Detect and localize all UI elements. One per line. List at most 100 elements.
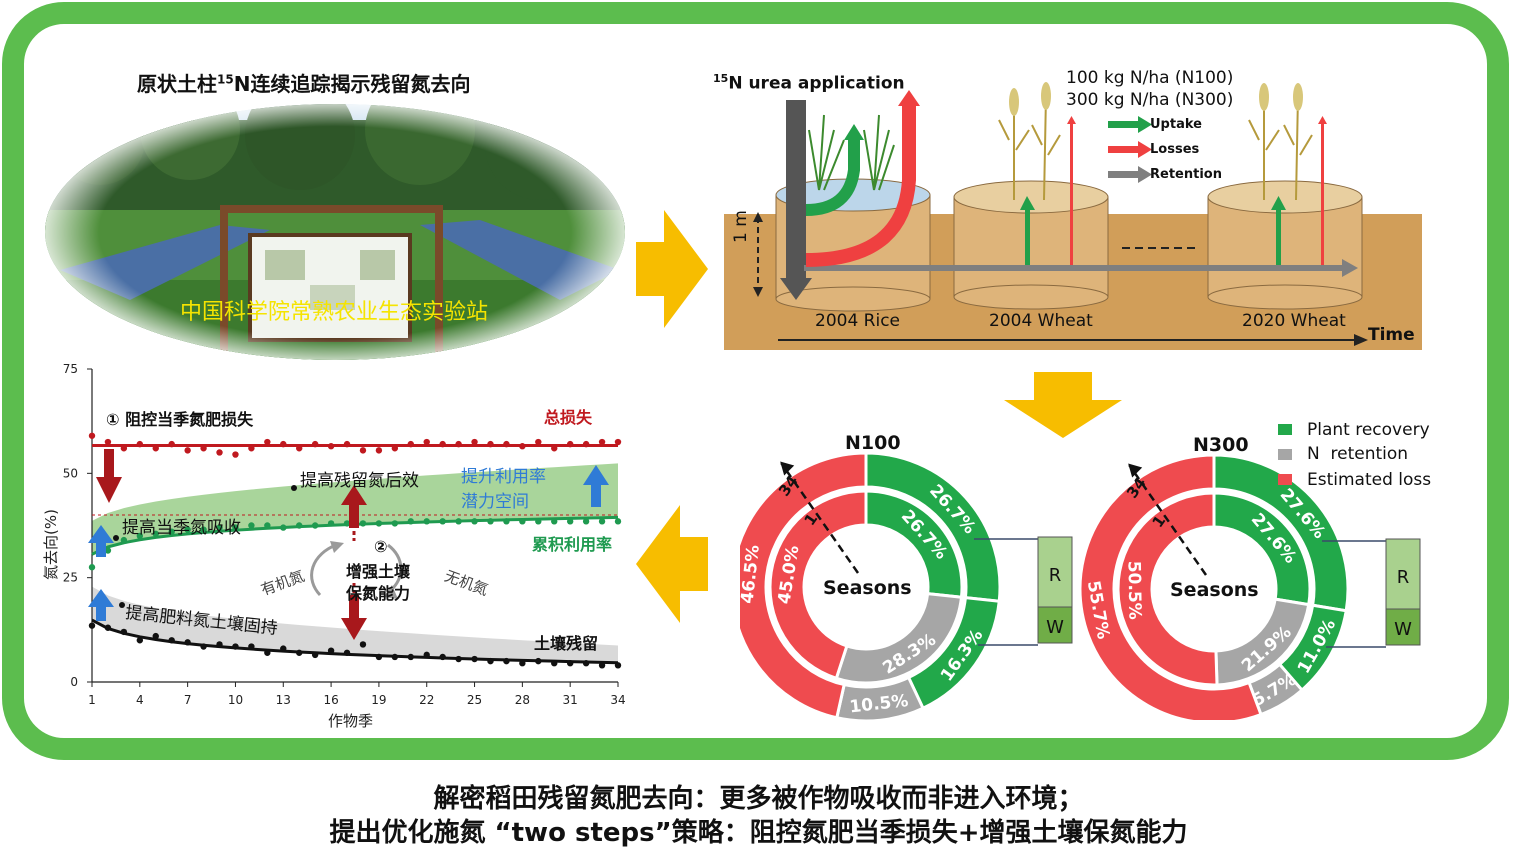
data-point — [200, 445, 207, 452]
arrow-right-icon — [636, 210, 708, 328]
donut-n300-bar-w-label: W — [1394, 619, 1412, 640]
data-point — [136, 637, 144, 644]
data-point — [200, 526, 207, 533]
donut-title-n100: N100 — [845, 432, 901, 454]
donut-center-n100: Seasons — [823, 577, 912, 599]
data-point — [311, 651, 319, 659]
data-point — [614, 438, 622, 446]
data-point — [598, 518, 606, 525]
data-point — [407, 518, 414, 525]
donut-n300-inner-loss — [1116, 491, 1219, 687]
data-point — [152, 530, 159, 538]
label-soil-residual: 土壤残留 — [534, 634, 599, 653]
data-point — [168, 440, 175, 448]
data-point — [248, 643, 255, 650]
data-point — [487, 518, 494, 525]
data-point — [184, 526, 191, 533]
rate-n100: 100 kg N/ha (N100) — [1066, 68, 1234, 88]
season-2004-wheat: 2004 Wheat — [989, 311, 1093, 331]
data-point — [136, 440, 144, 448]
donut-n300-inner-loss-label: 50.5% — [1124, 561, 1145, 620]
x-tick-label: 22 — [419, 693, 434, 707]
data-point — [184, 639, 191, 646]
field-photo — [45, 104, 625, 360]
data-point — [232, 524, 239, 531]
data-point — [551, 445, 558, 452]
legend-estimated-loss-swatch — [1278, 474, 1292, 485]
data-point — [375, 447, 383, 454]
data-point — [88, 622, 96, 629]
legend-n-retention-swatch — [1278, 449, 1292, 460]
donut-n100-outer-loss — [740, 451, 868, 720]
data-point — [216, 641, 223, 648]
legend-n-retention: N retention — [1307, 444, 1409, 464]
legend-retention: Retention — [1150, 167, 1222, 182]
application-label: 15N urea application — [713, 72, 905, 94]
arrowhead-icon — [780, 461, 795, 476]
annot-step2-1: 增强土壤 — [346, 562, 411, 581]
season-2020-wheat: 2020 Wheat — [1242, 311, 1346, 331]
x-tick-label: 13 — [276, 693, 291, 707]
data-point — [455, 518, 462, 525]
donut-n300-season-arrow — [1128, 464, 1208, 576]
data-point — [582, 518, 590, 525]
donut-n100-outer-loss-label: 46.5% — [740, 544, 764, 605]
donut-n100-inner-loss — [768, 489, 868, 681]
legend-uptake: Uptake — [1150, 117, 1202, 132]
data-point — [519, 660, 526, 667]
time-label: Time — [1368, 325, 1415, 345]
data-point — [184, 447, 191, 454]
donut-title-n300: N300 — [1193, 434, 1249, 456]
caption-line2: 提出优化施氮 “two steps”策略：阻控氮肥当季损失+增强土壤保氮能力 — [329, 818, 1188, 848]
wheat2020-cylinder — [1207, 180, 1363, 310]
data-point — [535, 657, 542, 665]
data-point — [551, 518, 558, 525]
data-point — [311, 440, 319, 448]
x-tick-label: 16 — [323, 693, 338, 707]
donut-n100-season-arrow — [780, 462, 860, 574]
photo-title: 原状土柱15N连续追踪揭示残留氮去向 — [137, 72, 471, 96]
data-point — [200, 643, 207, 650]
y-tick-label: 75 — [63, 362, 78, 376]
data-point — [104, 438, 112, 446]
data-point — [232, 451, 239, 458]
donut-n300-bar-r — [1385, 538, 1421, 610]
data-point — [296, 522, 303, 529]
data-point — [455, 655, 462, 663]
data-point — [566, 660, 574, 667]
data-point — [566, 518, 574, 525]
data-point — [582, 440, 590, 448]
donut-n300-bar-w — [1385, 608, 1421, 646]
data-point — [327, 520, 335, 527]
data-point — [614, 518, 622, 525]
caption-line1: 解密稻田残留氮肥去向：更多被作物吸收而非进入环境； — [433, 784, 1084, 814]
data-point — [248, 522, 255, 529]
depth-label: 1 m — [731, 210, 751, 243]
x-tick-label: 1 — [88, 693, 96, 707]
data-point — [566, 440, 574, 448]
x-axis-label: 作物季 — [328, 712, 374, 730]
donut-n100-bar-r — [1037, 536, 1073, 608]
data-point — [519, 443, 526, 450]
data-point — [216, 449, 223, 456]
label-total-loss: 总损失 — [544, 408, 593, 427]
arrow-left-icon — [636, 505, 708, 623]
annot-residual-effect: 提高残留氮后效 — [300, 471, 419, 491]
y-tick-label: 0 — [70, 675, 78, 689]
data-point — [487, 657, 494, 665]
station-label: 中国科学院常熟农业生态实验站 — [180, 300, 489, 325]
data-point — [359, 641, 367, 648]
data-point — [535, 438, 542, 446]
data-point — [311, 522, 319, 529]
data-point — [296, 649, 303, 656]
x-tick-label: 10 — [228, 693, 243, 707]
rate-n300: 300 kg N/ha (N300) — [1066, 90, 1234, 110]
data-point — [280, 440, 287, 448]
data-point — [88, 564, 96, 571]
data-point — [152, 632, 159, 640]
x-tick-label: 31 — [563, 693, 578, 707]
x-tick-label: 25 — [467, 693, 482, 707]
data-point — [296, 445, 303, 452]
data-point — [471, 655, 478, 663]
data-point — [168, 528, 175, 535]
